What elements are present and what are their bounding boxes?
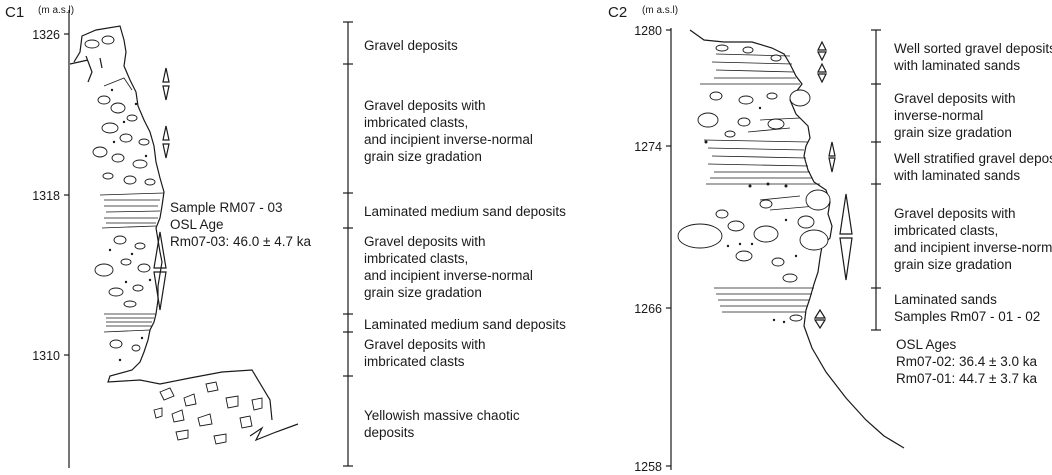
c1-grading-symbols (153, 67, 170, 311)
c2-tick-label: 1258 (634, 460, 662, 474)
c2-unit-descriptions: Well sorted gravel deposits with laminat… (893, 41, 1052, 324)
c1-fault-marks (69, 55, 103, 83)
c2-unit-1-line: with laminated sands (893, 58, 1020, 73)
c1-tick-label: 1326 (32, 28, 60, 42)
c1-bracket-ticks (343, 21, 353, 467)
c1-unit-7-line: Yellowish massive chaotic (364, 408, 520, 423)
c1-unit-5-line: Laminated medium sand deposits (364, 317, 566, 332)
c1-panel-label: C1 (5, 4, 24, 21)
c1-unit-7-line: deposits (364, 425, 415, 440)
c1-unit-4-line: imbricated clasts, (364, 251, 468, 266)
c1-sand-dots (108, 88, 152, 362)
c1-laminations (104, 199, 161, 327)
c1-unit-label: (m a.s.l) (38, 5, 74, 16)
c1-break-symbol (249, 423, 299, 442)
c1-sample-label: Sample RM07 - 03 (170, 200, 283, 215)
c2-section: C2 (m a.s.l) 1280 1274 1266 1258 (608, 4, 1052, 474)
c1-tick-label: 1318 (32, 189, 60, 203)
c2-unit-3-line: with laminated sands (893, 168, 1020, 183)
c1-osl-age: Rm07-03: 46.0 ± 4.7 ka (170, 234, 311, 249)
c2-unit-4-line: imbricated clasts, (894, 223, 998, 238)
c2-unit-4-line: grain size gradation (894, 257, 1012, 272)
c1-unit-4-line: and incipient inverse-normal (364, 268, 533, 283)
c2-laminations (707, 53, 817, 313)
c2-unit-3-line: Well stratified gravel deposits (894, 151, 1052, 166)
c1-tick-label: 1310 (32, 349, 60, 363)
c2-osl-age: Rm07-02: 36.4 ± 3.0 ka (896, 354, 1037, 369)
c1-osl-label: OSL Age (170, 217, 224, 232)
c2-unit-2-line: Gravel deposits with (894, 91, 1016, 106)
c2-unit-5-line: Samples Rm07 - 01 - 02 (894, 309, 1040, 324)
c1-section: C1 (m a.s.l) 1326 1318 1310 (5, 4, 566, 468)
c2-tick-label: 1280 (634, 24, 662, 38)
c2-osl-age: Rm07-01: 44.7 ± 3.7 ka (896, 371, 1037, 386)
c2-outcrop-profile (689, 29, 905, 449)
c1-boundary (103, 77, 133, 91)
c2-sand-dots (704, 106, 798, 324)
c1-unit-2-line: imbricated clasts, (364, 115, 468, 130)
c2-tick-label: 1266 (634, 302, 662, 316)
c1-boundary (99, 192, 165, 196)
c2-unit-2-line: grain size gradation (894, 125, 1012, 140)
c1-unit-3-line: Laminated medium sand deposits (364, 204, 566, 219)
c2-unit-5-line: Laminated sands (894, 292, 997, 307)
c2-boundaries (700, 83, 820, 289)
c1-boundary (103, 329, 151, 333)
c1-unit-6-line: imbricated clasts (364, 354, 465, 369)
c2-bracket-ticks (871, 29, 881, 331)
c1-unit-4-line: Gravel deposits with (364, 234, 486, 249)
c2-unit-label: (m a.s.l) (642, 5, 678, 16)
c2-tick-label: 1274 (634, 140, 662, 154)
c1-unit-2-line: grain size gradation (364, 149, 482, 164)
c2-unit-2-line: inverse-normal (894, 108, 983, 123)
c1-unit-2-line: and incipient inverse-normal (364, 132, 533, 147)
c2-osl-label: OSL Ages (896, 337, 957, 352)
c2-panel-label: C2 (608, 4, 627, 21)
c2-grading-symbols (813, 40, 853, 330)
c1-boundary (101, 225, 157, 229)
c1-gravel-clasts (84, 35, 263, 445)
c2-gravel-clasts (677, 44, 831, 322)
c1-outcrop-profile (73, 25, 273, 421)
c2-unit-4-line: Gravel deposits with (894, 206, 1016, 221)
c1-unit-4-line: grain size gradation (364, 285, 482, 300)
c1-unit-6-line: Gravel deposits with (364, 337, 486, 352)
c1-unit-2-line: Gravel deposits with (364, 98, 486, 113)
c2-unit-1-line: Well sorted gravel deposits (894, 41, 1052, 56)
c1-unit-descriptions: Gravel deposits Gravel deposits with imb… (364, 38, 566, 440)
c1-unit-1-line: Gravel deposits (364, 38, 458, 53)
c2-unit-4-line: and incipient inverse-normal (894, 240, 1052, 255)
